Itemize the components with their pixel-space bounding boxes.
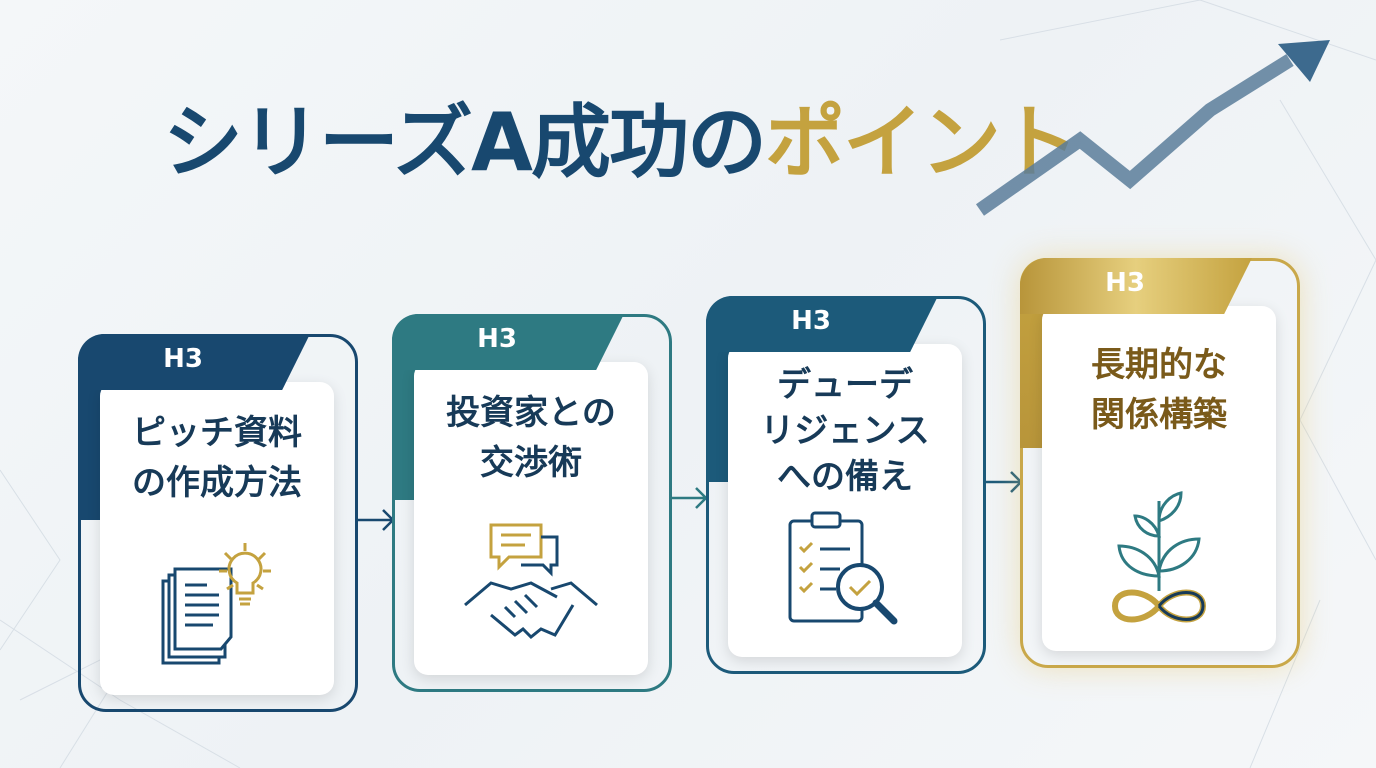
card-title-line: 投資家との (446, 393, 616, 433)
card-title-line: 長期的な (1091, 345, 1227, 385)
handshake-chat-icon (464, 523, 598, 640)
card-body: 投資家との 交渉術 (414, 362, 648, 675)
card-title-line: の作成方法 (132, 463, 302, 503)
flow-arrow-icon (670, 487, 708, 509)
document-lightbulb-icon (161, 543, 271, 665)
trend-arrow-icon (975, 40, 1330, 216)
card-tag: H3 (78, 334, 310, 390)
title-part1: シリーズA成功の (163, 96, 767, 189)
flow-arrow-icon (357, 509, 395, 531)
card-title-line: 関係構築 (1091, 395, 1227, 435)
card-title-line: 交渉術 (480, 443, 582, 483)
card-pitch-deck: H3 ピッチ資料 の作成方法 (78, 334, 358, 712)
card-body: ピッチ資料 の作成方法 (100, 382, 334, 695)
card-due-diligence: H3 デューデ リジェンス への備え (706, 296, 986, 674)
page-title: シリーズA成功のポイント (0, 78, 1240, 194)
card-title-line: リジェンス (760, 411, 930, 451)
card-tag: H3 (392, 314, 624, 370)
flow-arrow-icon (985, 471, 1023, 493)
plant-infinity-icon (1111, 491, 1207, 623)
card-title-line: への備え (777, 457, 913, 497)
card-title-line: ピッチ資料 (132, 413, 302, 453)
card-long-term-relationship: H3 長期的な 関係構築 (1020, 258, 1300, 668)
card-title-line: デューデ (777, 365, 913, 405)
card-negotiation: H3 投資家との 交渉術 (392, 314, 672, 692)
card-tag: H3 (1020, 258, 1252, 314)
card-tag: H3 (706, 296, 938, 352)
card-body: デューデ リジェンス への備え (728, 344, 962, 657)
clipboard-magnifier-icon (788, 511, 898, 625)
card-body: 長期的な 関係構築 (1042, 306, 1276, 651)
